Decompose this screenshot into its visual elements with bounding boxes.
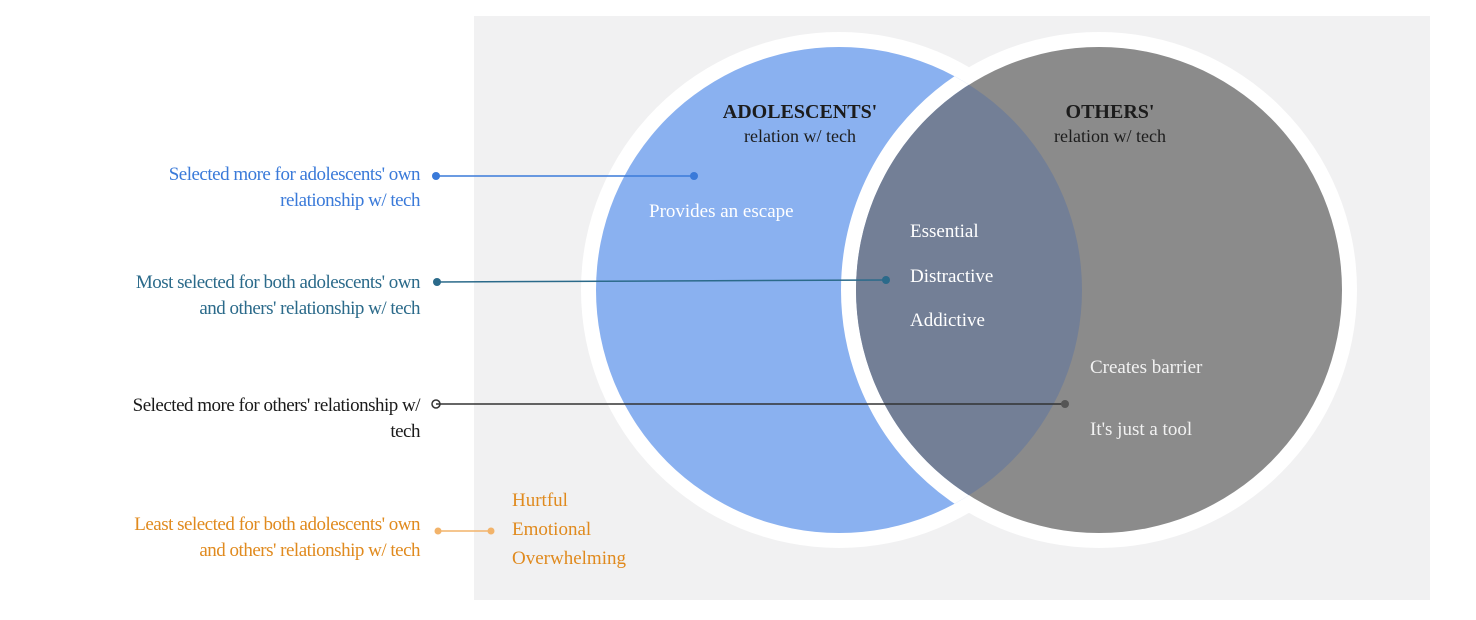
overlap-region xyxy=(856,47,1082,533)
legend-both-most-line1: Most selected for both adolescents' own xyxy=(135,272,421,293)
legend-both-most: Most selected for both adolescents' own … xyxy=(135,270,421,322)
legend-adolescents-more: Selected more for adolescents' own relat… xyxy=(168,162,421,214)
legend-others-more: Selected more for others' relationship w… xyxy=(132,393,421,445)
connector-others-start-dot xyxy=(431,399,441,409)
term-distractive: Distractive xyxy=(910,266,994,287)
legend-others-more-line1: Selected more for others' relationship w… xyxy=(132,395,421,416)
connector-adolescents-start-dot xyxy=(432,172,440,180)
legend-both-least-line1: Least selected for both adolescents' own xyxy=(134,514,420,535)
connector-both-end-dot xyxy=(882,276,890,284)
term-hurtful: Hurtful xyxy=(512,490,568,511)
term-provides-escape: Provides an escape xyxy=(649,201,794,222)
others-subtitle: relation w/ tech xyxy=(1054,126,1166,146)
legend-both-least: Least selected for both adolescents' own… xyxy=(134,512,420,564)
others-circle-title: OTHERS' relation w/ tech xyxy=(990,100,1230,148)
connector-least-end-dot xyxy=(487,527,495,535)
term-just-a-tool: It's just a tool xyxy=(1090,419,1193,440)
term-overwhelming: Overwhelming xyxy=(512,548,626,569)
connector-least-start-dot xyxy=(434,527,442,535)
others-circle-border xyxy=(841,47,1082,533)
connector-both xyxy=(436,279,887,283)
others-title: OTHERS' xyxy=(1065,101,1155,123)
legend-both-least-line2: and others' relationship w/ tech xyxy=(199,540,420,561)
adolescents-circle-title: ADOLESCENTS' relation w/ tech xyxy=(680,100,920,148)
legend-others-more-line2: tech xyxy=(390,421,420,442)
connector-others-end-dot xyxy=(1061,400,1069,408)
term-emotional: Emotional xyxy=(512,519,592,540)
legend-adolescents-more-line2: relationship w/ tech xyxy=(280,190,420,211)
connector-adolescents-end-dot xyxy=(690,172,698,180)
term-creates-barrier: Creates barrier xyxy=(1090,357,1203,378)
least-selected-terms: Hurtful Emotional Overwhelming xyxy=(512,486,626,573)
legend-adolescents-more-line1: Selected more for adolescents' own xyxy=(168,164,421,185)
legend-both-most-line2: and others' relationship w/ tech xyxy=(199,298,420,319)
adolescents-subtitle: relation w/ tech xyxy=(744,126,856,146)
term-addictive: Addictive xyxy=(910,310,985,331)
adolescents-title: ADOLESCENTS' xyxy=(722,101,878,123)
connector-both-start-dot xyxy=(433,278,441,286)
term-essential: Essential xyxy=(910,221,979,242)
